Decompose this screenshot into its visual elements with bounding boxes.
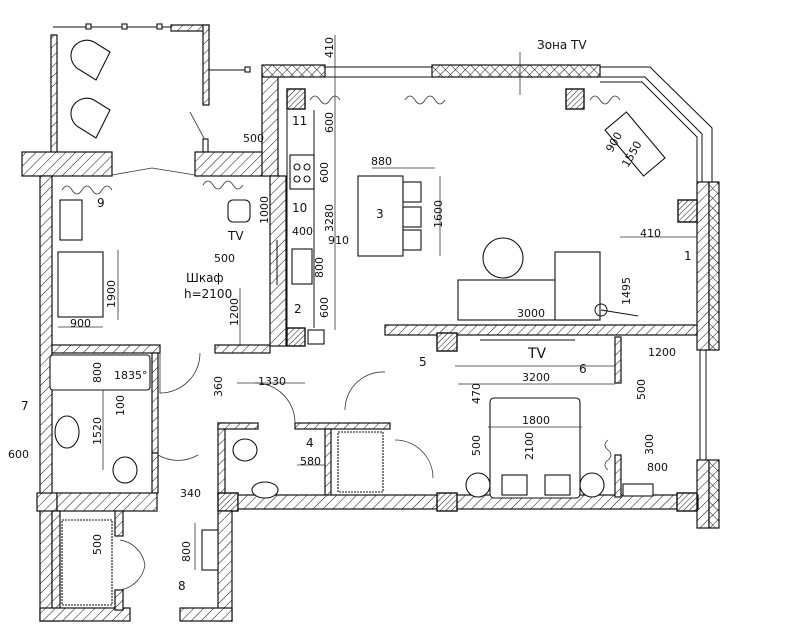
room-1-label: 1 xyxy=(684,249,692,263)
dimension: 400 xyxy=(292,225,313,238)
dimension: 340 xyxy=(180,487,201,500)
dimension: 600 xyxy=(323,112,336,133)
dimension: 500 xyxy=(214,252,235,265)
dimension: 500 xyxy=(470,435,483,456)
dimension: 1495 xyxy=(620,277,633,305)
dimension: 800 xyxy=(180,541,193,562)
dimension: 500 xyxy=(91,534,104,555)
walls xyxy=(21,64,720,622)
dimension: 410 xyxy=(640,227,661,240)
wardrobe-label: Шкаф xyxy=(186,271,224,285)
bed-single xyxy=(57,251,104,318)
round-table xyxy=(604,111,666,177)
room-3-label: 3 xyxy=(376,207,384,221)
sink-icon xyxy=(291,248,313,285)
chair-icon xyxy=(70,97,111,139)
toilet xyxy=(112,456,138,484)
dimension: 880 xyxy=(371,155,392,168)
dimension-lines xyxy=(58,35,697,570)
dimension: 1200 xyxy=(648,346,676,359)
dimension: 500 xyxy=(635,379,648,400)
room-10-label: 10 xyxy=(292,201,307,215)
dimension: 3200 xyxy=(522,371,550,384)
room-7-label: 7 xyxy=(21,399,29,413)
dimension: 800 xyxy=(91,362,104,383)
dimension: 600 xyxy=(318,297,331,318)
room-11-label: 11 xyxy=(292,114,307,128)
dimension: 1600 xyxy=(432,200,445,228)
dimension: 1900 xyxy=(105,280,118,308)
bath-angle: 1835° xyxy=(114,369,148,382)
stove-icon xyxy=(289,154,315,190)
dimension: 900 xyxy=(70,317,91,330)
dimension: 1520 xyxy=(91,417,104,445)
wardrobe-height: h=2100 xyxy=(184,287,232,301)
dimension: 410 xyxy=(323,37,336,58)
toilet xyxy=(232,438,258,462)
dimension: 300 xyxy=(643,434,656,455)
dimension: 600 xyxy=(318,162,331,183)
chair xyxy=(227,199,251,223)
dimension: 910 xyxy=(328,234,349,247)
doors xyxy=(111,167,434,591)
chair-icon xyxy=(70,39,111,81)
room-8-label: 8 xyxy=(178,579,186,593)
dimension: 2100 xyxy=(523,432,536,460)
room-2-label: 2 xyxy=(294,302,302,316)
sink xyxy=(251,481,279,499)
furniture xyxy=(49,110,666,606)
balcony xyxy=(50,23,251,154)
dimension: 470 xyxy=(470,383,483,404)
zone-tv-label: Зона TV xyxy=(537,38,587,52)
dimension: 1000 xyxy=(258,196,271,224)
dimension: 600 xyxy=(8,448,29,461)
dimension: 1800 xyxy=(522,414,550,427)
dimension: 1330 xyxy=(258,375,286,388)
dimension: 580 xyxy=(300,455,321,468)
double-bed xyxy=(489,397,581,499)
dining-table xyxy=(357,175,404,257)
dimension: 1200 xyxy=(228,298,241,326)
plant xyxy=(482,237,524,279)
bathtub xyxy=(49,354,151,391)
dimension: 500 xyxy=(243,132,264,145)
room-4-label: 4 xyxy=(306,436,314,450)
room-5-label: 5 xyxy=(419,355,427,369)
dimension: 100 xyxy=(114,395,127,416)
room-9-label: 9 xyxy=(97,196,105,210)
lamp-icon xyxy=(594,303,608,317)
dimension: 360 xyxy=(212,376,225,397)
desk xyxy=(59,199,83,241)
room-6-label: 6 xyxy=(579,362,587,376)
washbasin xyxy=(54,415,80,449)
tv-label: TV xyxy=(527,346,547,362)
dimension: 3280 xyxy=(323,204,336,232)
dimension: 800 xyxy=(313,257,326,278)
dimension: 800 xyxy=(647,461,668,474)
dimension: 3000 xyxy=(517,307,545,320)
labels: Зона TV 1 2 3 4 5 6 7 8 9 10 11 TV TV Шк… xyxy=(8,37,692,593)
tv-label: TV xyxy=(227,229,244,243)
